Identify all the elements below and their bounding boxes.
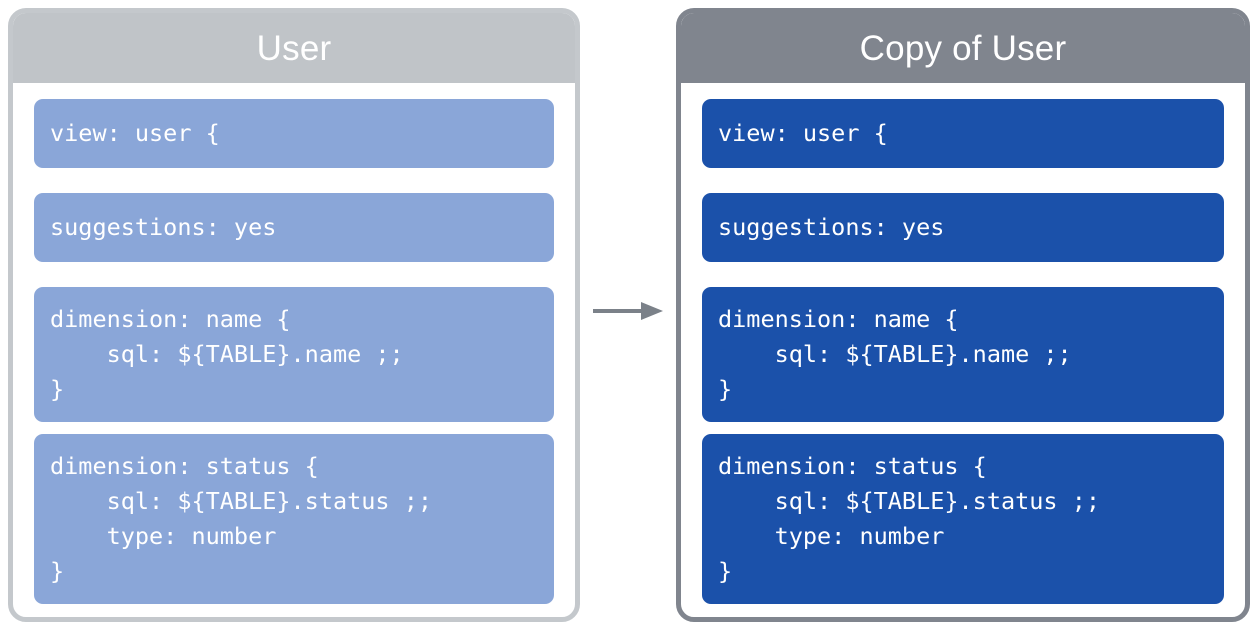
panel-source-header: User (13, 13, 575, 83)
code-block-suggestions-parameter: suggestions: yes (34, 193, 554, 262)
panel-source-view: User view: user { suggestions: yes dimen… (8, 8, 580, 622)
code-block-dimension-status: dimension: status { sql: ${TABLE}.status… (702, 434, 1224, 604)
arrow-right-icon (593, 300, 665, 322)
code-block-view-declaration: view: user { (34, 99, 554, 168)
panel-copy-body: view: user { suggestions: yes dimension:… (681, 83, 1245, 617)
panel-copy-header: Copy of User (681, 13, 1245, 83)
code-block-dimension-status: dimension: status { sql: ${TABLE}.status… (34, 434, 554, 604)
code-block-dimension-name: dimension: name { sql: ${TABLE}.name ;; … (34, 287, 554, 422)
code-block-view-declaration: view: user { (702, 99, 1224, 168)
panel-copy-view: Copy of User view: user { suggestions: y… (676, 8, 1250, 622)
panel-source-title: User (256, 28, 332, 68)
code-block-dimension-name: dimension: name { sql: ${TABLE}.name ;; … (702, 287, 1224, 422)
code-block-suggestions-parameter: suggestions: yes (702, 193, 1224, 262)
panel-source-body: view: user { suggestions: yes dimension:… (13, 83, 575, 617)
panel-copy-title: Copy of User (859, 28, 1067, 68)
